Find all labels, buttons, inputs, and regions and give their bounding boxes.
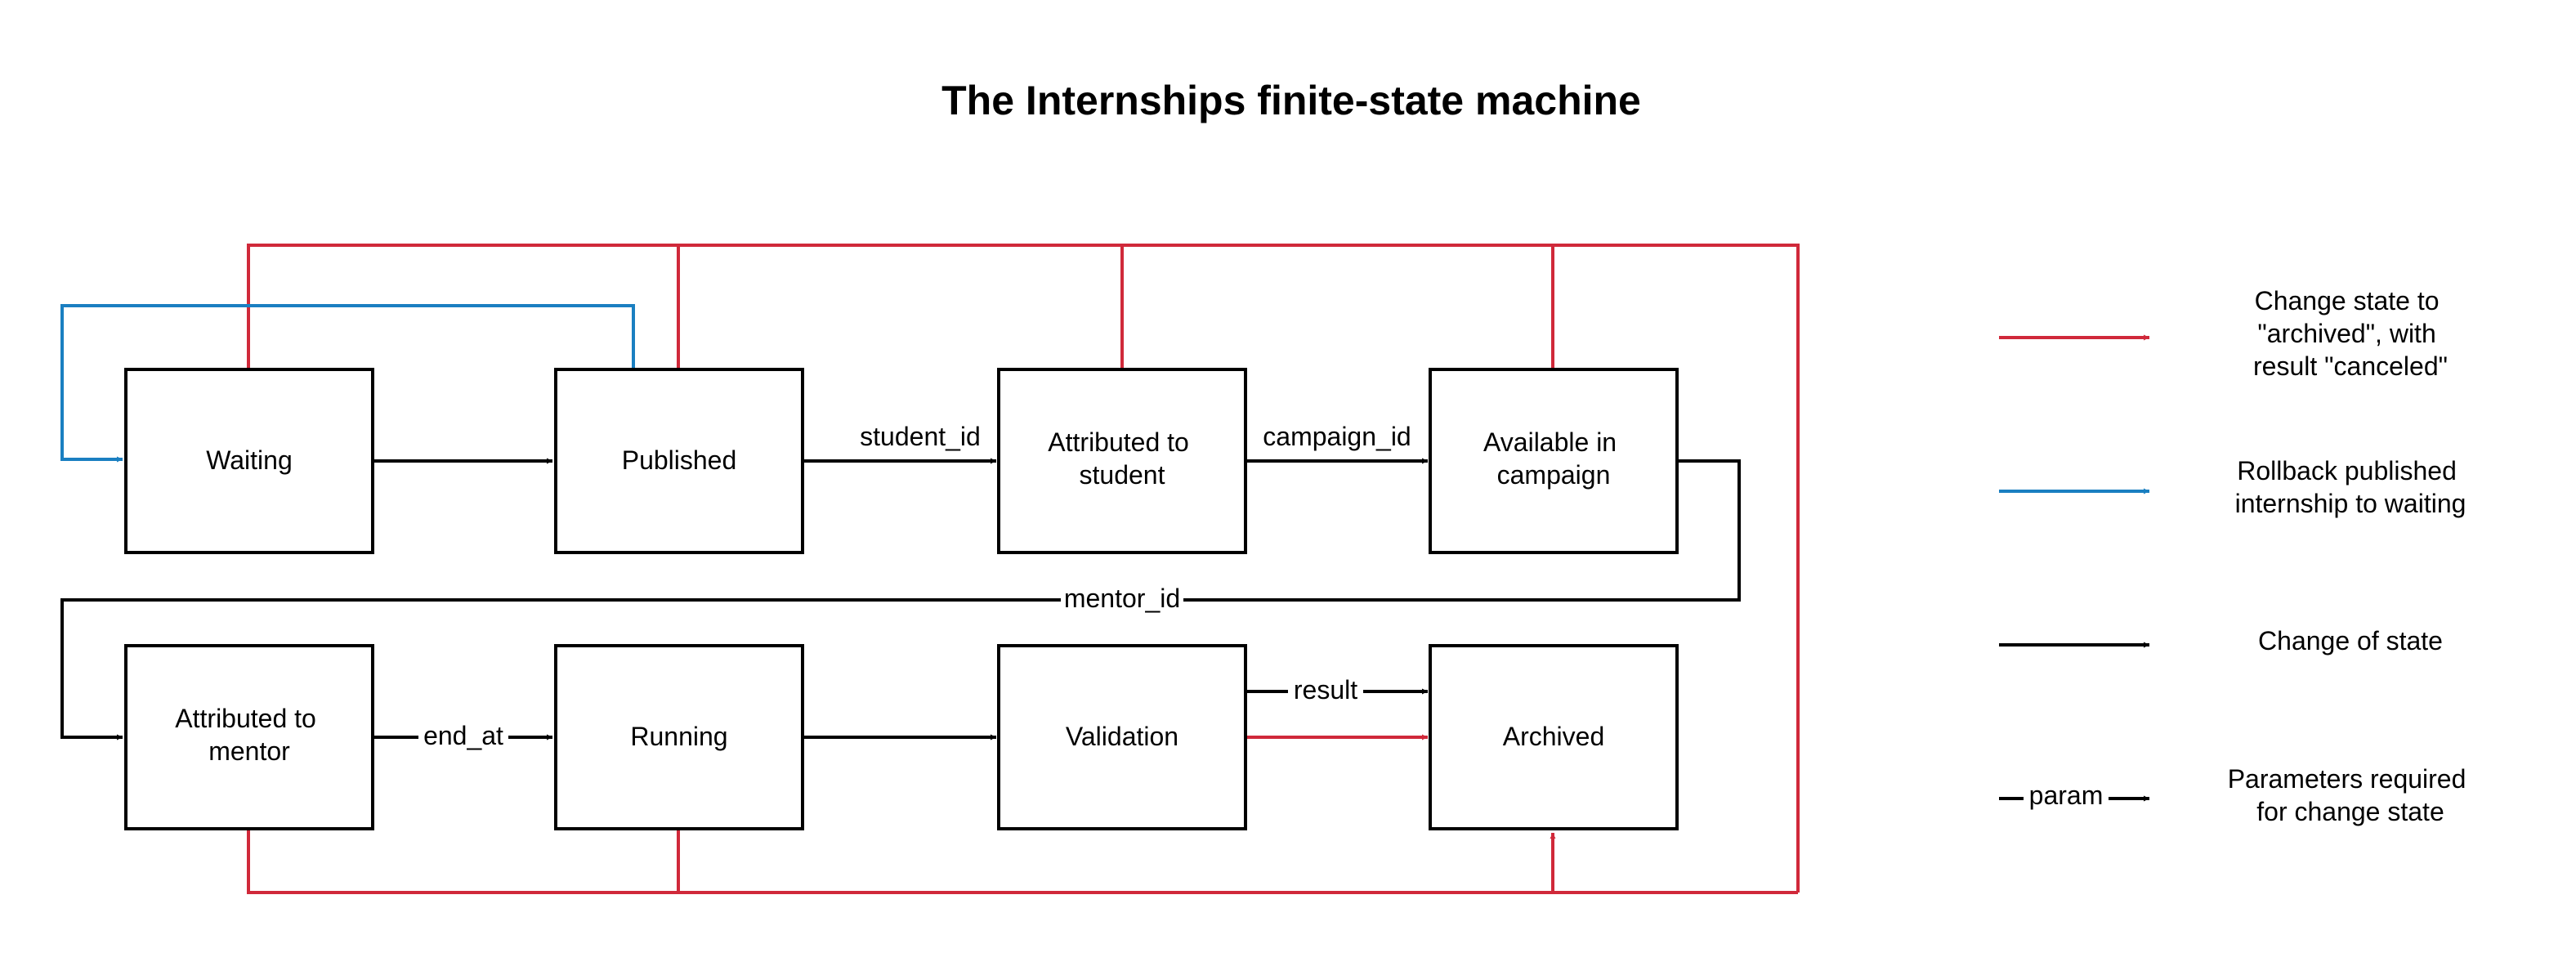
- state-running: Running: [554, 644, 804, 830]
- state-published-label: Published: [622, 445, 737, 475]
- state-waiting-box: [124, 368, 374, 554]
- state-validation: Validation: [997, 644, 1247, 830]
- state-attributed-to-mentor: Attributed to mentor: [124, 644, 374, 830]
- rollback-line: [60, 304, 635, 463]
- edge-label-result-bg: [1288, 673, 1363, 709]
- legend-archived-text: Change state to "archived", with result …: [2253, 286, 2448, 381]
- state-archived: Archived: [1429, 644, 1679, 830]
- edge-label-student-id: student_id: [860, 422, 981, 451]
- legend-param-sample-bg: [2024, 781, 2109, 817]
- edge-label-mentor-id: mentor_id: [1064, 584, 1180, 613]
- legend-change-text: Change of state: [2258, 626, 2443, 655]
- edge-label-end-at-bg: [418, 719, 508, 755]
- diagram-title: The Internships finite-state machine: [941, 78, 1641, 123]
- state-available-in-campaign-label: Available in campaign: [1483, 427, 1624, 490]
- state-archived-box: [1429, 644, 1679, 830]
- state-attributed-to-mentor-label: Attributed to mentor: [175, 704, 323, 766]
- state-archived-label: Archived: [1503, 722, 1605, 751]
- state-available-in-campaign: Available in campaign: [1429, 368, 1679, 554]
- state-published: Published: [554, 368, 804, 554]
- state-validation-box: [997, 644, 1247, 830]
- state-waiting: Waiting: [124, 368, 374, 554]
- edge-label-end-at: end_at: [423, 721, 503, 750]
- legend-params-text: Parameters required for change state: [2228, 764, 2474, 826]
- state-attributed-to-student: Attributed to student: [997, 368, 1247, 554]
- state-attributed-to-student-label: Attributed to student: [1048, 427, 1196, 490]
- available-campaign-to-attributed-mentor: [60, 459, 1741, 740]
- legend: Change state to "archived", with result …: [1999, 286, 2474, 826]
- state-attributed-to-mentor-box: [124, 644, 374, 830]
- state-running-box: [554, 644, 804, 830]
- legend-param-sample: param: [2029, 781, 2104, 810]
- state-validation-label: Validation: [1066, 722, 1178, 751]
- edge-label-mentor-id-bg: [1061, 580, 1183, 616]
- archive-bottom-line: [247, 830, 1798, 894]
- rollback-transition: [60, 304, 635, 463]
- state-published-box: [554, 368, 804, 554]
- state-running-label: Running: [630, 722, 727, 751]
- edge-label-campaign-id: campaign_id: [1263, 422, 1411, 451]
- state-available-in-campaign-box: [1429, 368, 1679, 554]
- state-attributed-to-student-box: [997, 368, 1247, 554]
- edge-label-result: result: [1294, 675, 1357, 705]
- legend-rollback-text: Rollback published internship to waiting: [2235, 456, 2466, 518]
- state-waiting-label: Waiting: [206, 445, 293, 475]
